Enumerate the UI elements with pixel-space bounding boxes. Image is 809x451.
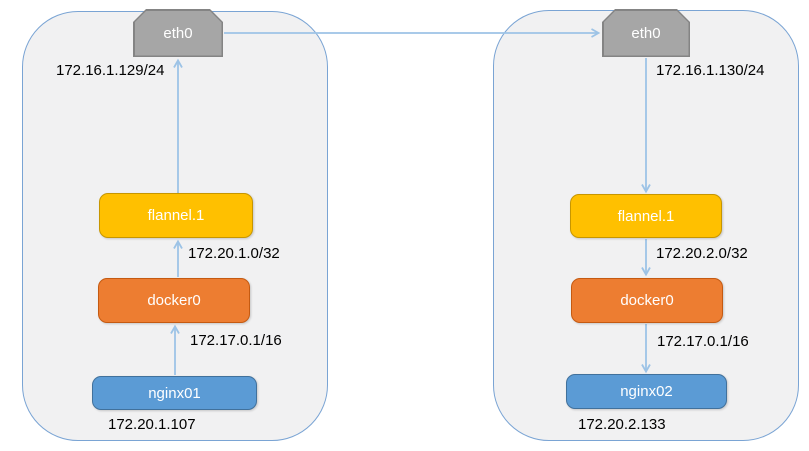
host2-docker0-ip: 172.17.0.1/16: [657, 333, 749, 350]
host2-flannel-label: flannel.1: [617, 207, 675, 225]
host1-container-ip: 172.20.1.107: [108, 416, 196, 433]
host1-docker0-label: docker0: [147, 292, 201, 309]
host2-docker0-label: docker0: [620, 292, 674, 309]
host1-container-label: nginx01: [148, 384, 201, 402]
host1-flannel-node: flannel.1: [99, 193, 253, 238]
host2-container-node: nginx02: [566, 374, 727, 409]
host1-eth0-label: eth0: [135, 11, 222, 56]
host1-flannel-label: flannel.1: [147, 207, 205, 224]
host2-eth0-node: eth0: [602, 9, 690, 57]
host2-flannel-ip: 172.20.2.0/32: [656, 245, 748, 262]
host2-flannel-node: flannel.1: [570, 194, 722, 238]
host2-docker0-node: docker0: [571, 278, 723, 323]
host2-eth0-label: eth0: [604, 11, 689, 56]
host1-eth0-ip: 172.16.1.129/24: [56, 62, 165, 79]
host1-docker0-node: docker0: [98, 278, 250, 323]
host1-eth0-node: eth0: [133, 9, 223, 57]
host1-container-node: nginx01: [92, 376, 257, 410]
host1-docker0-ip: 172.17.0.1/16: [190, 332, 282, 349]
host2-container-label: nginx02: [620, 383, 673, 400]
host1-flannel-ip: 172.20.1.0/32: [188, 245, 280, 262]
host2-container-ip: 172.20.2.133: [578, 416, 666, 433]
host2-eth0-ip: 172.16.1.130/24: [656, 62, 765, 79]
